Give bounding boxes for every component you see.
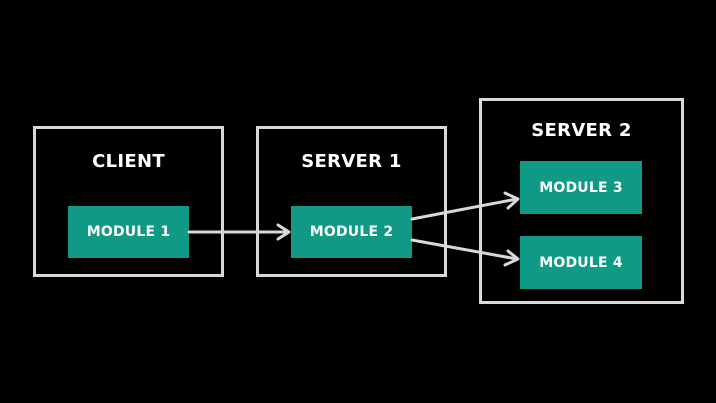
client-title: CLIENT (92, 151, 165, 172)
module-1: MODULE 1 (68, 206, 189, 258)
module-4: MODULE 4 (520, 236, 642, 289)
server2-title: SERVER 2 (531, 120, 632, 141)
module-2: MODULE 2 (291, 206, 412, 258)
module-3: MODULE 3 (520, 161, 642, 214)
server1-title: SERVER 1 (301, 151, 402, 172)
client-container: CLIENT (33, 126, 224, 277)
